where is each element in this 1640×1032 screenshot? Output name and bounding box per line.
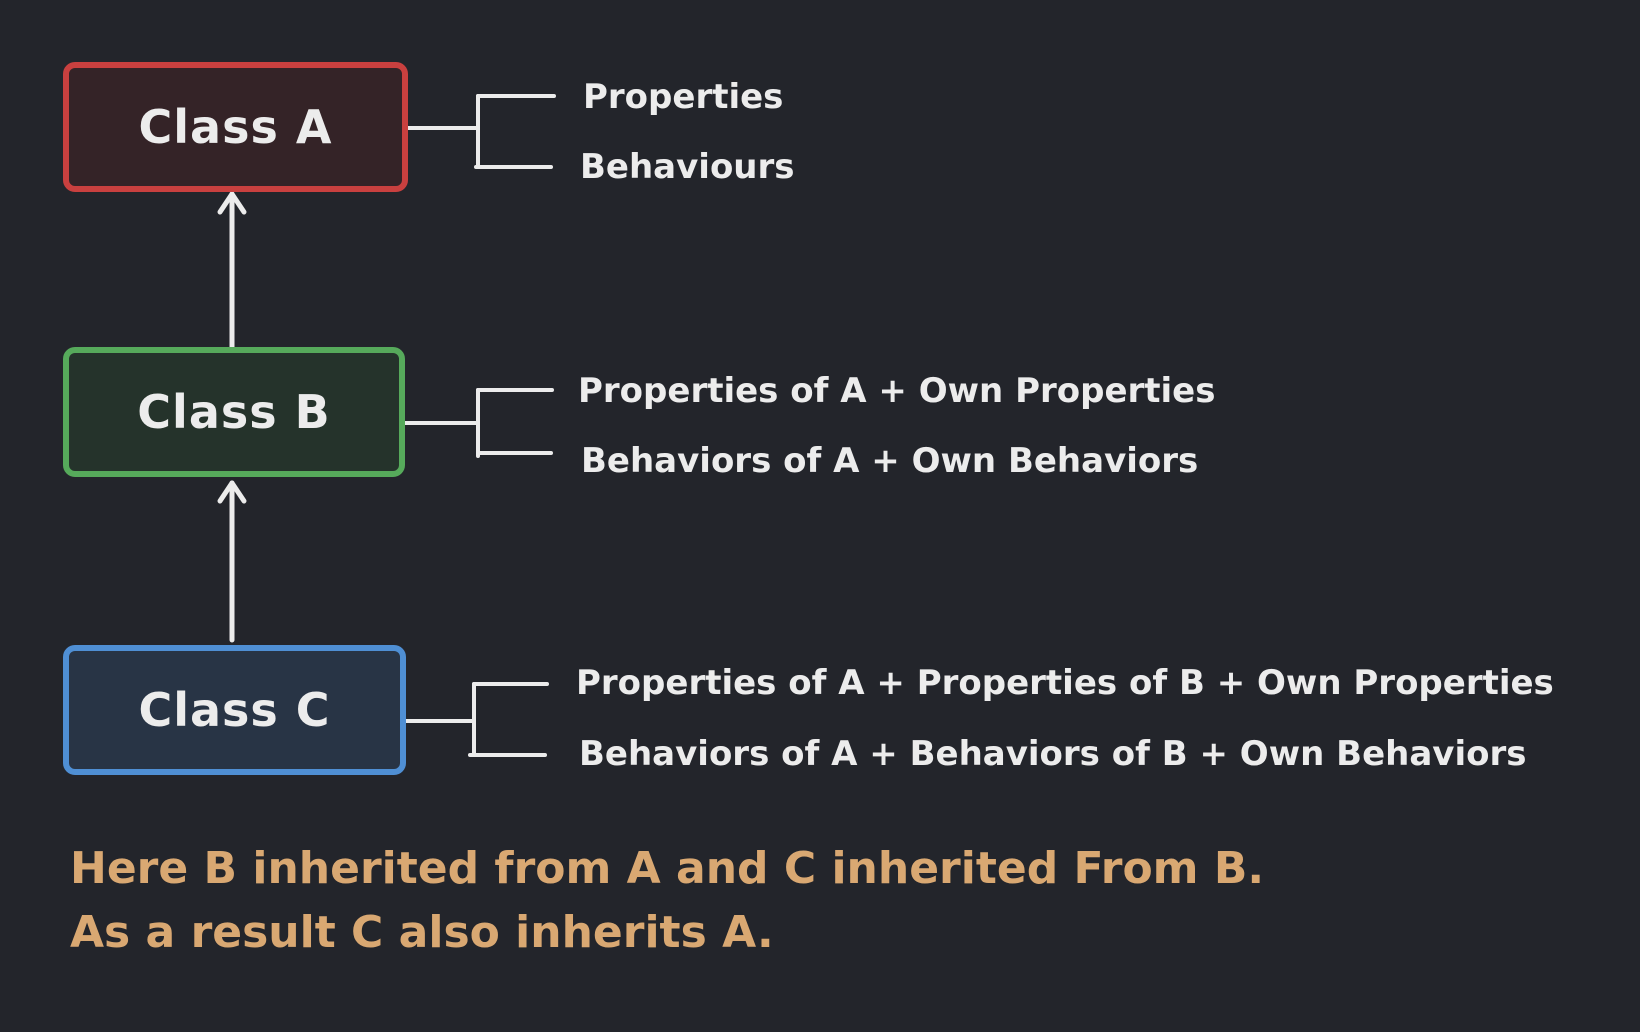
- class-c-behaviours: Behaviors of A + Behaviors of B + Own Be…: [579, 734, 1527, 774]
- class-c-box: Class C: [63, 645, 406, 775]
- class-a-behaviours: Behaviours: [580, 147, 795, 187]
- class-b-properties: Properties of A + Own Properties: [578, 371, 1216, 411]
- class-c-label: Class C: [138, 683, 331, 737]
- class-c-properties: Properties of A + Properties of B + Own …: [576, 663, 1554, 703]
- class-a-properties: Properties: [583, 77, 784, 117]
- note-line-2: As a result C also inherits A.: [70, 907, 774, 958]
- class-a-label: Class A: [138, 100, 333, 154]
- class-b-label: Class B: [137, 385, 331, 439]
- bracket-class-c: [396, 682, 549, 757]
- class-b-behaviours: Behaviors of A + Own Behaviors: [581, 441, 1199, 481]
- class-a-box: Class A: [63, 62, 408, 192]
- class-b-box: Class B: [63, 347, 405, 477]
- bracket-class-b: [401, 388, 554, 458]
- arrow-b-to-a: [217, 191, 247, 350]
- bracket-class-a: [396, 94, 556, 169]
- arrow-c-to-b: [217, 480, 247, 643]
- note-line-1: Here B inherited from A and C inherited …: [70, 843, 1265, 894]
